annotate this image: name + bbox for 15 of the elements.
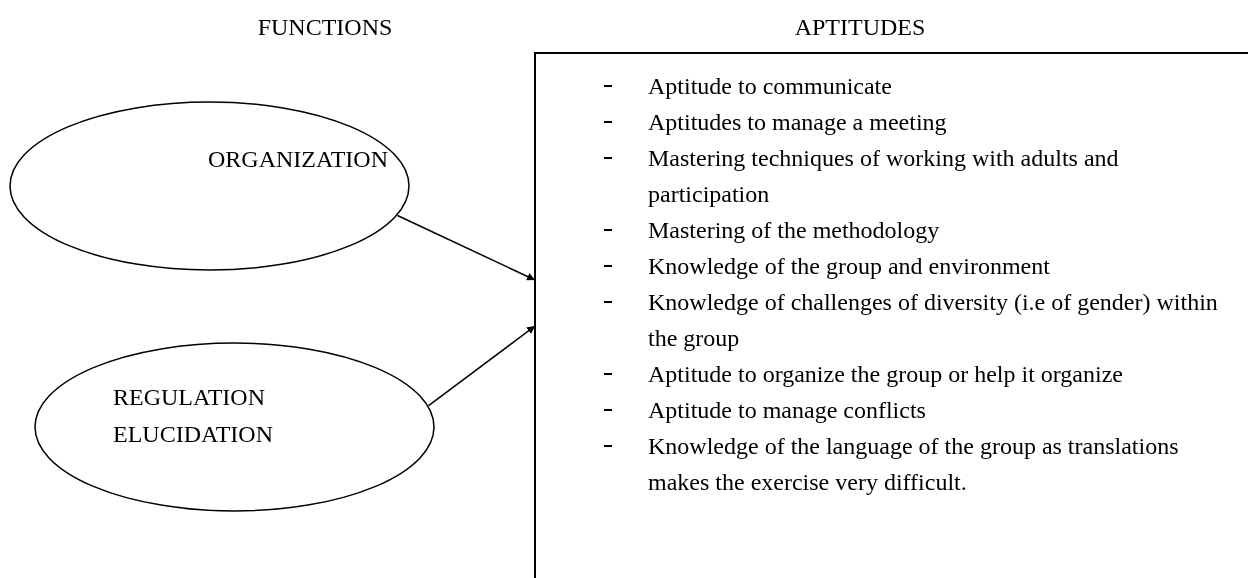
list-item: Aptitude to communicate <box>648 72 893 101</box>
function-label: REGULATION ELUCIDATION <box>113 383 274 449</box>
list-item: Mastering of the methodology <box>648 216 941 245</box>
list-item: Knowledge of challenges of diversity (i.e of gender) within the group <box>648 288 1219 353</box>
arrow <box>396 214 536 281</box>
arrow <box>427 325 536 407</box>
list-item: Aptitudes to manage a meeting <box>648 108 948 137</box>
list-item: Aptitude to organize the group or help it organize <box>648 360 1124 389</box>
column-heading: APTITUDES <box>794 13 926 41</box>
list-item: Mastering techniques of working with adults and participation <box>648 144 1120 209</box>
list-item: Knowledge of the group and environment <box>648 252 1051 281</box>
column-heading: FUNCTIONS <box>257 13 393 41</box>
list-item: Aptitude to manage conflicts <box>648 396 927 425</box>
function-label: ORGANIZATION <box>208 145 389 174</box>
list-item: Knowledge of the language of the group as translations makes the exercise very difficult. <box>648 432 1180 497</box>
